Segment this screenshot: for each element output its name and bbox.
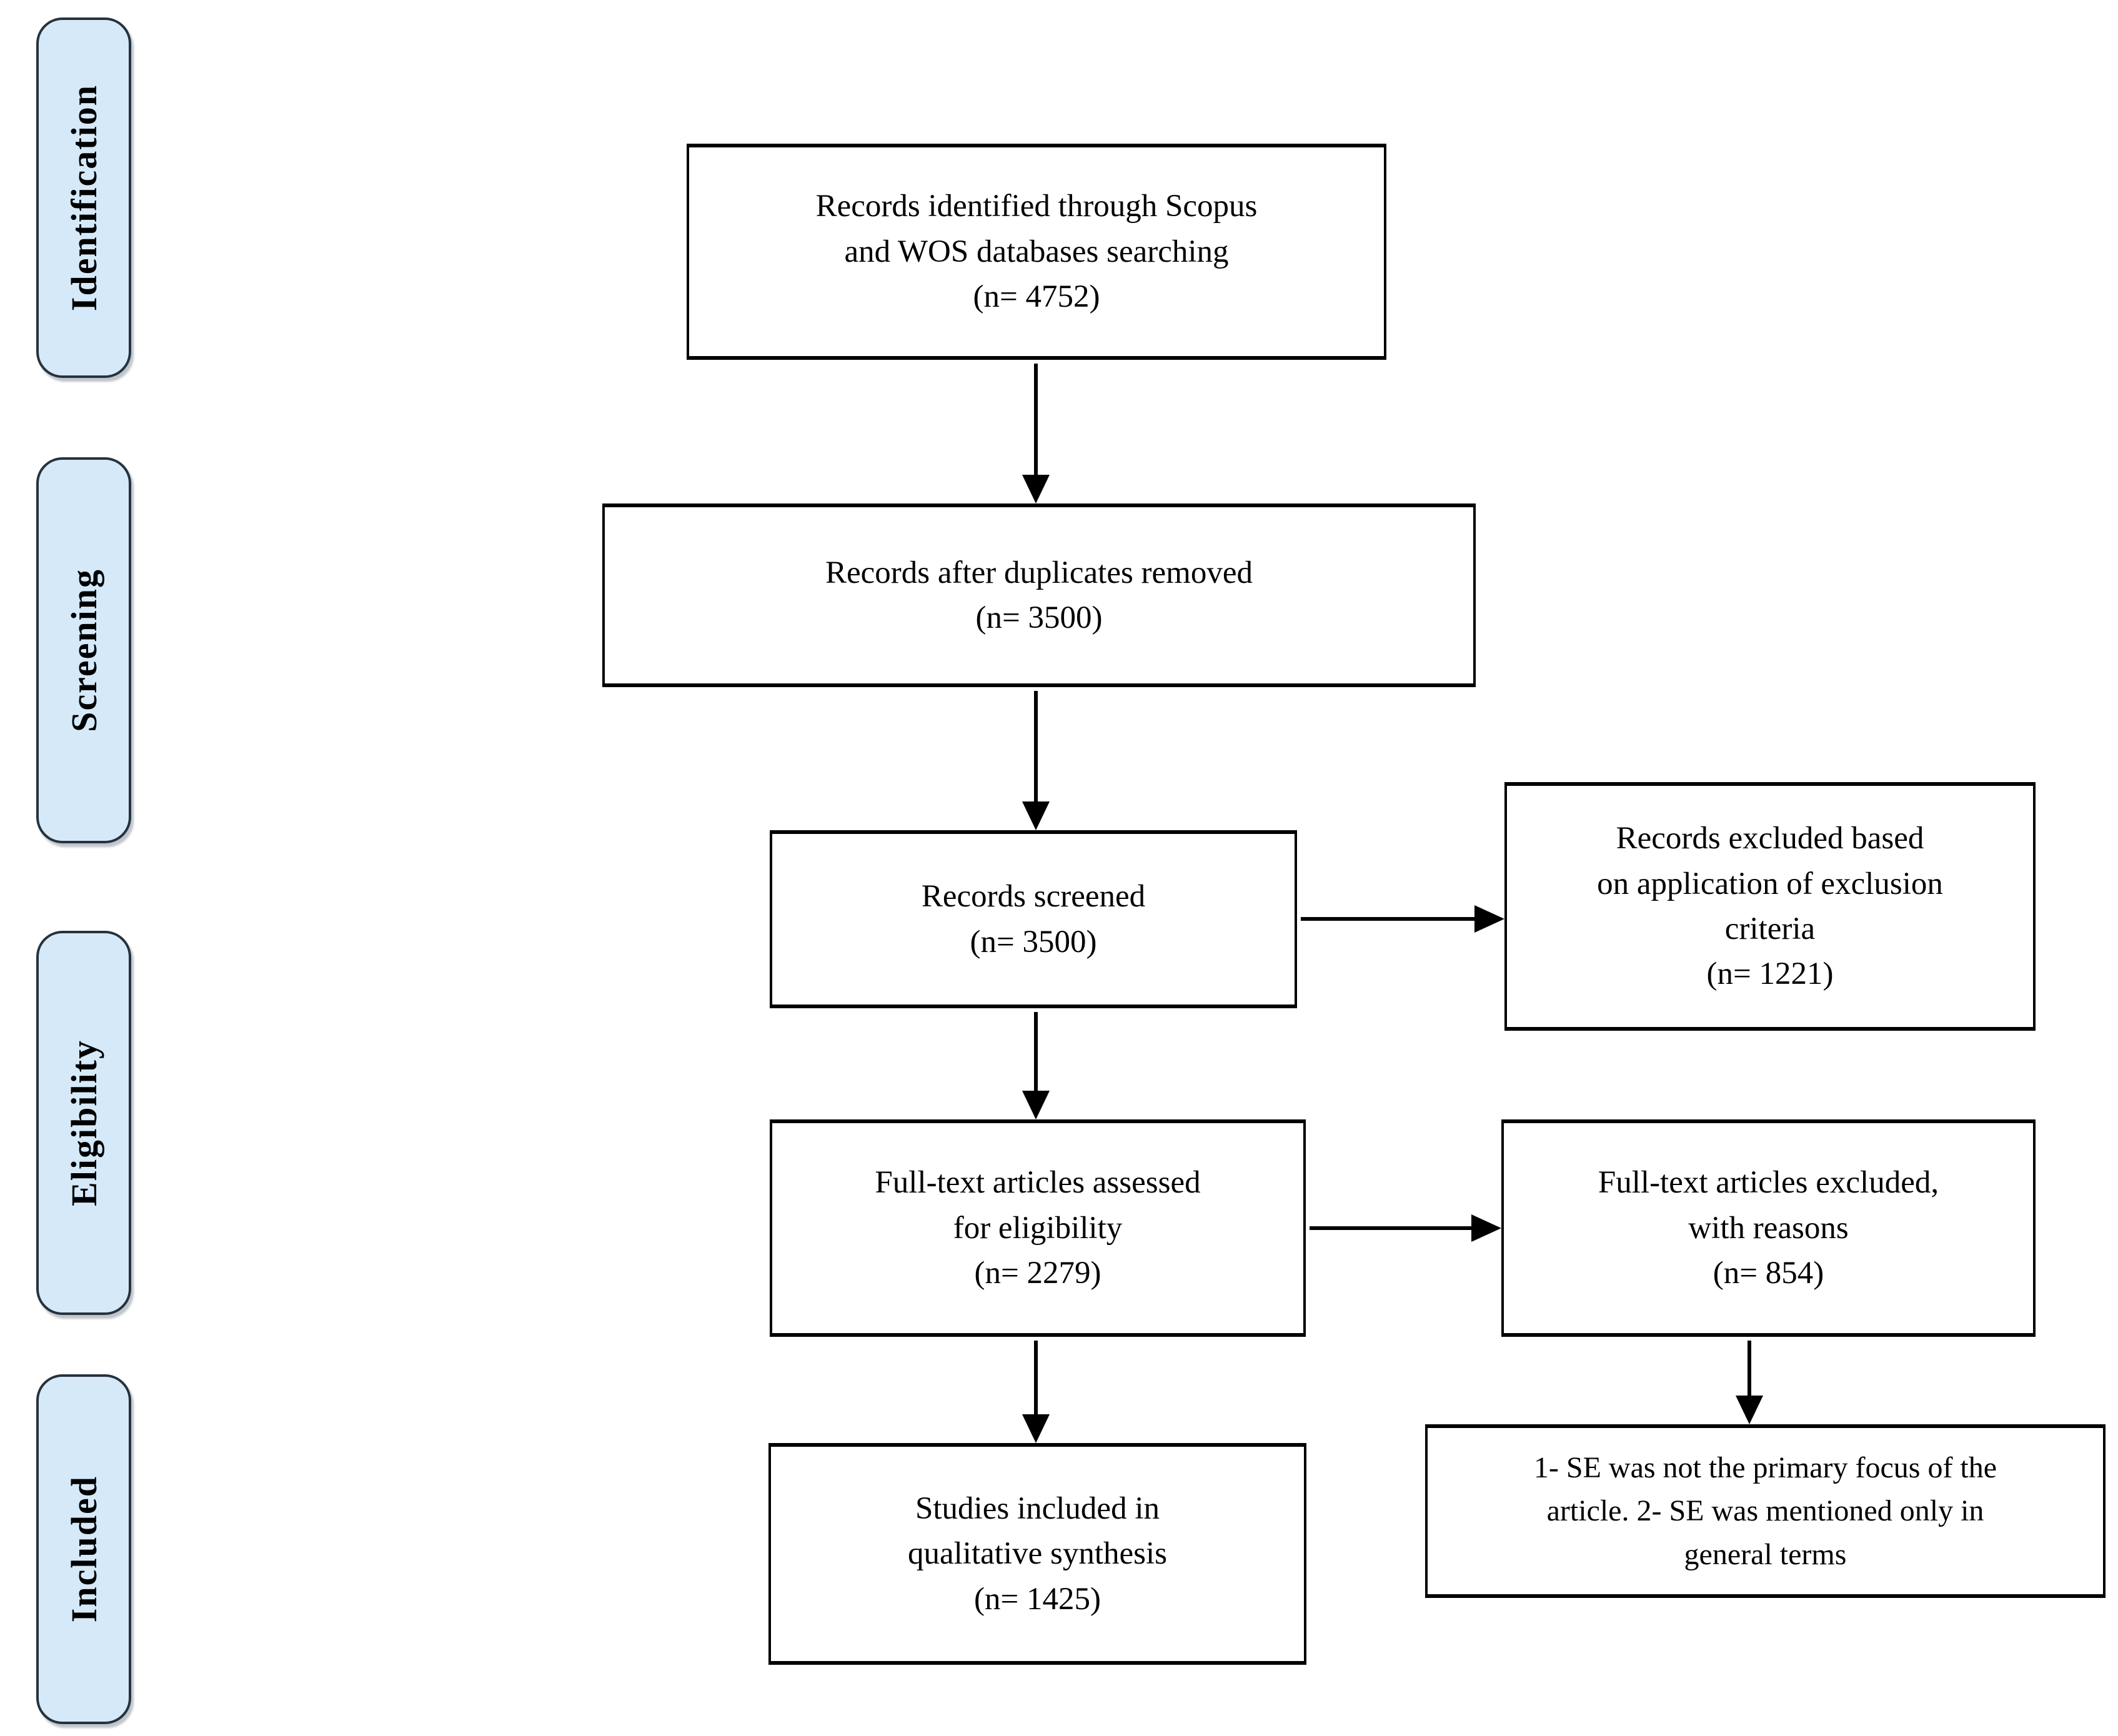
box-records-excluded: Records excluded based on application of… <box>1504 782 2036 1031</box>
stage-screening-label: Screening <box>63 568 104 732</box>
box-duplicates-removed: Records after duplicates removed (n= 350… <box>602 503 1476 687</box>
arrow-deduplicated-to-screened <box>1022 691 1050 830</box>
arrow-screened-to-excluded <box>1301 905 1504 933</box>
box-records-screened: Records screened (n= 3500) <box>770 830 1297 1008</box>
box-fulltext-excluded: Full-text articles excluded, with reason… <box>1501 1119 2036 1337</box>
arrow-fulltext-to-fulltext-excluded <box>1310 1214 1501 1242</box>
arrow-fulltext-to-included <box>1022 1341 1050 1443</box>
arrow-identified-to-deduplicated <box>1022 364 1050 503</box>
stage-included-label: Included <box>63 1476 104 1623</box>
box-records-identified: Records identified through Scopus and WO… <box>687 144 1386 360</box>
arrow-fulltext-excluded-to-reasons <box>1736 1341 1763 1424</box>
stage-identification-label: Identification <box>63 84 104 312</box>
box-fulltext-assessed: Full-text articles assessed for eligibil… <box>770 1119 1306 1337</box>
stage-screening: Screening <box>36 457 131 843</box>
stage-identification: Identification <box>36 17 131 378</box>
box-studies-included: Studies included in qualitative synthesi… <box>768 1443 1306 1665</box>
stage-eligibility-label: Eligibility <box>63 1039 104 1206</box>
box-exclusion-reasons: 1- SE was not the primary focus of the a… <box>1425 1424 2106 1598</box>
stage-included: Included <box>36 1374 131 1724</box>
stage-eligibility: Eligibility <box>36 931 131 1315</box>
arrow-screened-to-fulltext <box>1022 1012 1050 1119</box>
